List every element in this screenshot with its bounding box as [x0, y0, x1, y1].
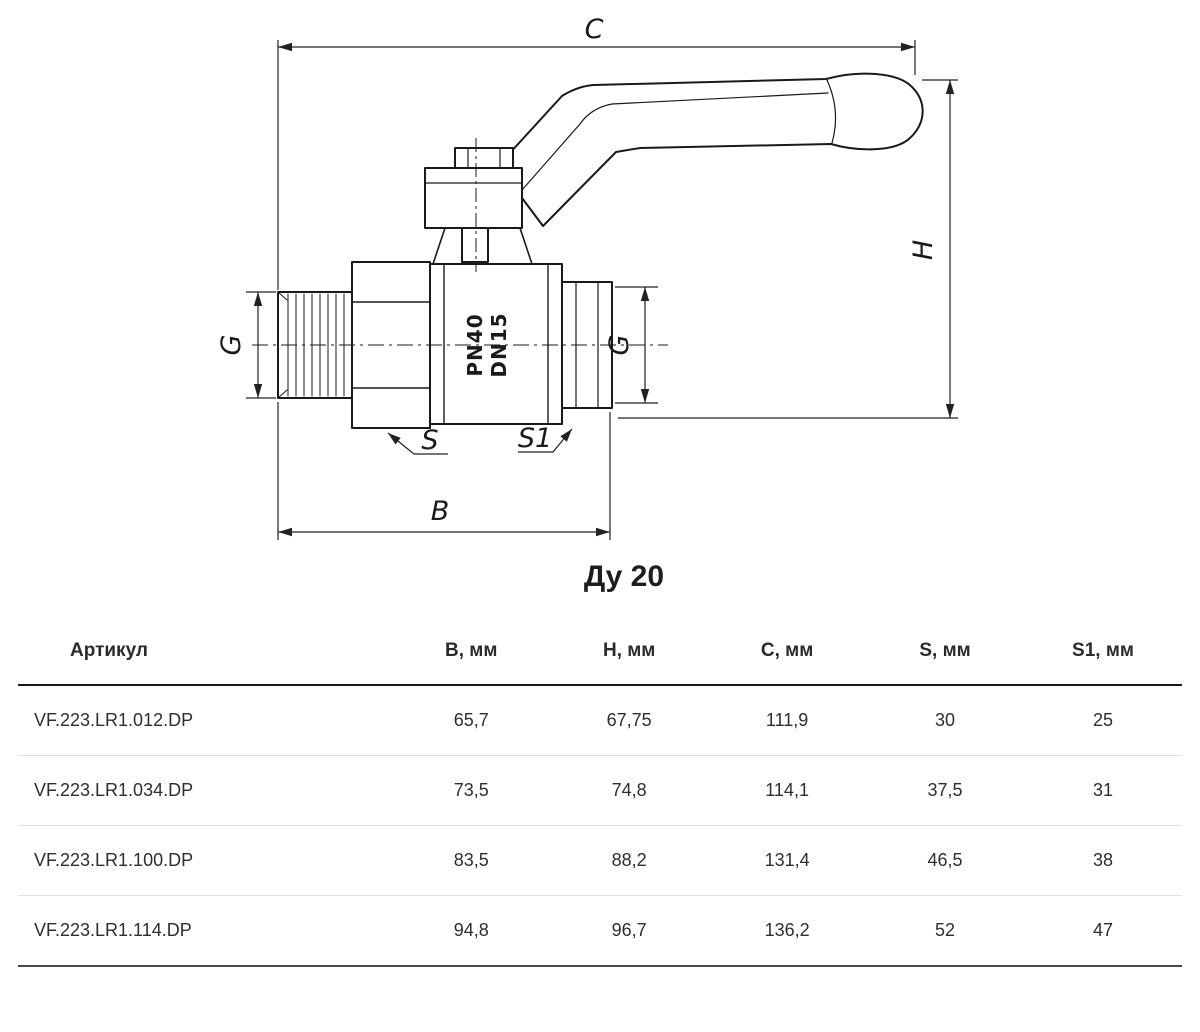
valve-technical-drawing: PN40 DN15 [216, 14, 958, 540]
dim-label-s: S [421, 425, 438, 456]
table-row: VF.223.LR1.114.DP 94,8 96,7 136,2 52 47 [18, 895, 1182, 967]
cell-s1: 38 [1024, 825, 1182, 896]
valve-body [429, 263, 563, 425]
dim-label-b: B [431, 496, 450, 527]
cell-s: 37,5 [866, 755, 1025, 826]
valve-outline [277, 72, 924, 429]
handle-grip-junction [826, 79, 837, 144]
cell-s1: 31 [1024, 755, 1182, 826]
cell-article: VF.223.LR1.012.DP [18, 685, 393, 756]
cell-s: 46,5 [866, 825, 1025, 896]
table-header-row: Артикул B, мм H, мм C, мм S, мм S1, мм [18, 624, 1182, 686]
cell-c: 131,4 [708, 825, 867, 896]
col-header-c: C, мм [708, 624, 867, 686]
cell-s1: 25 [1024, 685, 1182, 756]
col-header-h: H, мм [550, 624, 709, 686]
dim-label-c: C [585, 14, 604, 45]
cell-b: 73,5 [392, 755, 551, 826]
cell-s: 52 [866, 895, 1025, 967]
drawing-area: PN40 DN15 [216, 14, 958, 540]
dimension-arrows [253, 42, 955, 537]
thread-chamfer [277, 291, 288, 399]
stem-square [461, 227, 489, 263]
dim-label-g-right: G [604, 335, 635, 356]
cell-c: 111,9 [708, 685, 867, 756]
stem-neck [432, 227, 533, 265]
stem-cap [454, 147, 514, 169]
drawing-title: Ду 20 [583, 560, 665, 593]
dim-label-s1: S1 [518, 423, 552, 454]
cell-article: VF.223.LR1.100.DP [18, 825, 393, 896]
stem-block [424, 167, 523, 229]
cell-h: 67,75 [550, 685, 709, 756]
cell-b: 65,7 [392, 685, 551, 756]
cell-article: VF.223.LR1.034.DP [18, 755, 393, 826]
cell-h: 96,7 [550, 895, 709, 967]
col-header-article: Артикул [18, 624, 393, 686]
cell-h: 88,2 [550, 825, 709, 896]
col-header-s: S, мм [866, 624, 1025, 686]
handle-slot-line [521, 92, 829, 191]
dimension-lines [246, 40, 958, 540]
table-row: VF.223.LR1.100.DP 83,5 88,2 131,4 46,5 3… [18, 825, 1182, 896]
cell-c: 136,2 [708, 895, 867, 967]
col-header-b: B, мм [392, 624, 551, 686]
cell-b: 94,8 [392, 895, 551, 967]
spec-table: Артикул B, мм H, мм C, мм S, мм S1, мм V… [18, 624, 1182, 967]
col-header-s1: S1, мм [1024, 624, 1182, 686]
spec-table-wrap: Артикул B, мм H, мм C, мм S, мм S1, мм V… [0, 594, 1200, 967]
dim-label-h: H [908, 240, 939, 260]
centerlines [252, 138, 668, 346]
cell-c: 114,1 [708, 755, 867, 826]
cell-h: 74,8 [550, 755, 709, 826]
stem-cap-details [467, 147, 501, 169]
dim-label-g-left: G [216, 335, 247, 356]
cell-b: 83,5 [392, 825, 551, 896]
table-row: VF.223.LR1.012.DP 65,7 67,75 111,9 30 25 [18, 685, 1182, 756]
cell-s: 30 [866, 685, 1025, 756]
handle-lever [497, 72, 924, 227]
cell-s1: 47 [1024, 895, 1182, 967]
table-row: VF.223.LR1.034.DP 73,5 74,8 114,1 37,5 3… [18, 755, 1182, 826]
cell-article: VF.223.LR1.114.DP [18, 895, 393, 967]
